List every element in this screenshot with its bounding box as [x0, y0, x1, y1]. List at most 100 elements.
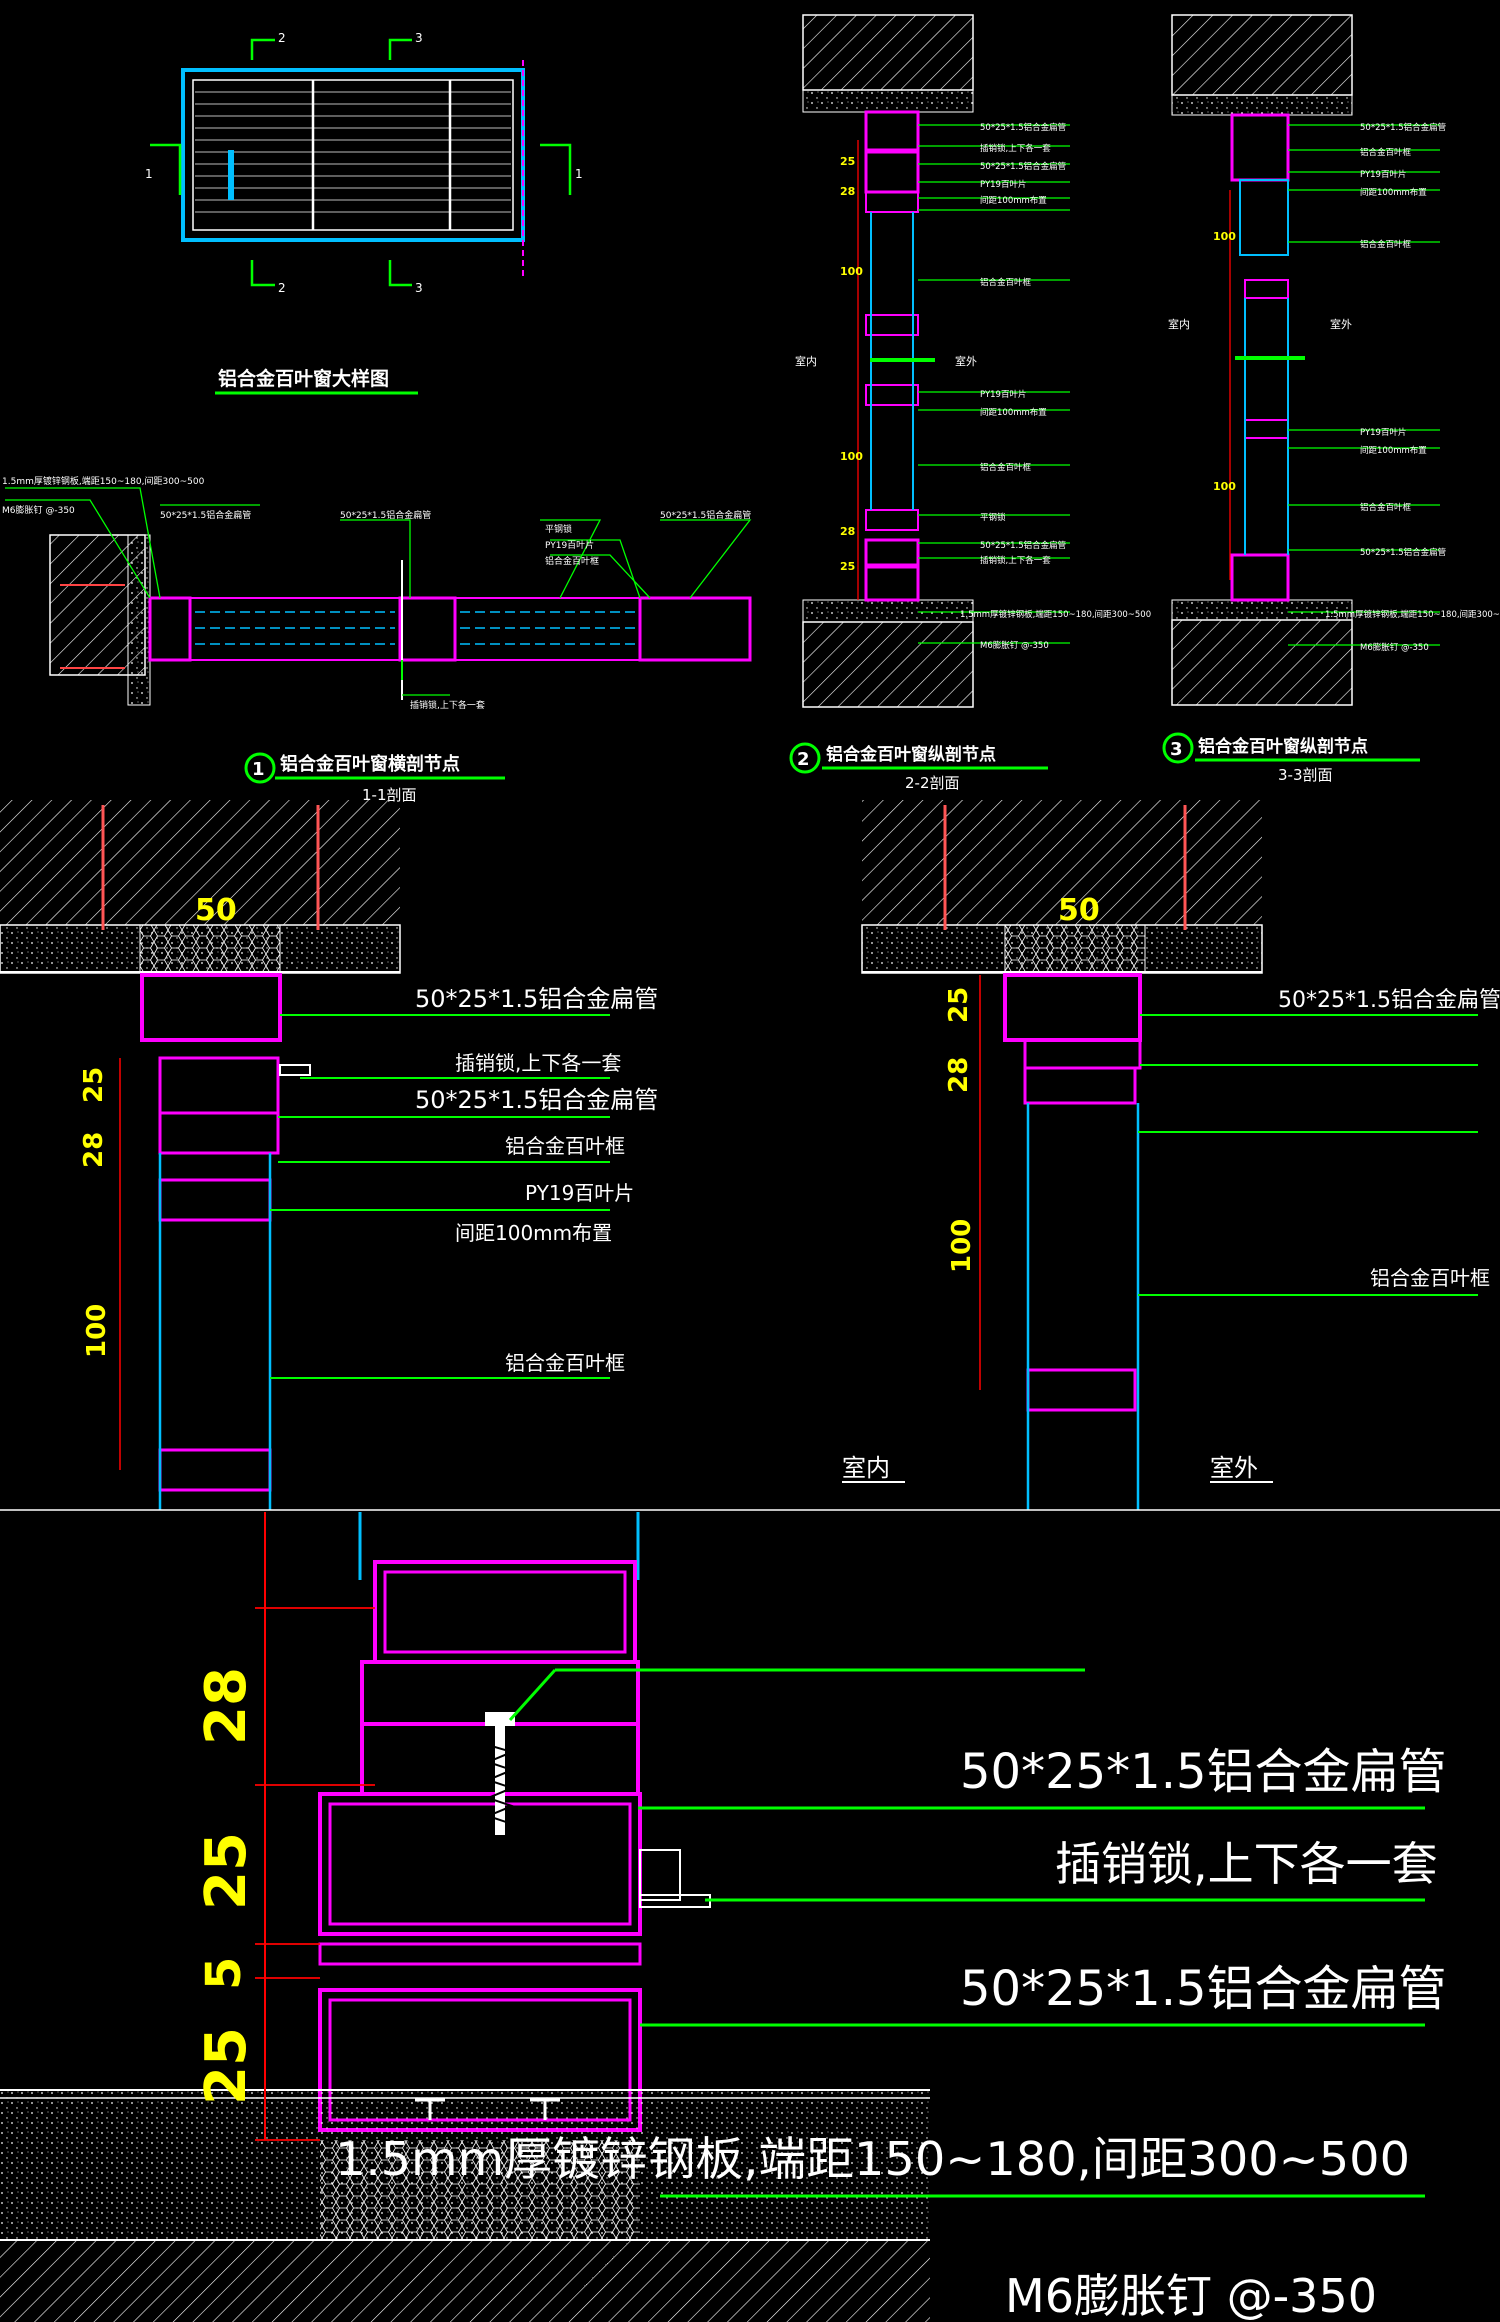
zoom-c-dim-0: 28 — [194, 1667, 259, 1745]
plan-section-marks — [150, 38, 572, 287]
plan-title: 铝合金百叶窗大样图 — [218, 367, 389, 390]
zoom-a-note-0: 50*25*1.5铝合金扁管 — [415, 985, 658, 1013]
d3-outdoor-label: 室外 — [1330, 317, 1352, 331]
d2-note-9: 平钢锁 — [980, 512, 1006, 523]
d3-note-1: 铝合金百叶框 — [1360, 147, 1412, 158]
d1-note-steel-plate: 1.5mm厚镀锌钢板,端距150~180,间距300~500 — [2, 475, 205, 487]
detail-1-number: 1 — [252, 759, 265, 780]
leaders-zoom-a — [270, 1014, 610, 1379]
d2-dim-5: 25 — [840, 560, 855, 573]
zoom-a-note-4: PY19百叶片 — [525, 1181, 634, 1205]
d2-note-1: 插销锁,上下各一套 — [980, 143, 1051, 154]
section-mark-2-bottom: 2 — [278, 281, 286, 295]
zoom-a-note-1: 插销锁,上下各一套 — [455, 1051, 621, 1075]
d3-note-0: 50*25*1.5铝合金扁管 — [1360, 122, 1446, 133]
d1-note-latch: 插销锁,上下各一套 — [410, 699, 485, 711]
leaders-d2 — [918, 124, 1070, 644]
d3-note-10: M6膨胀钉 @-350 — [1360, 642, 1429, 653]
d1-note-blade: PY19百叶片 — [545, 539, 594, 551]
detail-3-number: 3 — [1170, 739, 1183, 760]
plan-view: 1 1 2 2 3 3 铝合金百叶窗大样图 — [145, 31, 583, 395]
detail-3-subtitle: 3-3剖面 — [1278, 766, 1333, 784]
d3-note-3: 间距100mm布置 — [1360, 187, 1427, 198]
zoom-c-section: 28 25 5 25 50*25*1.5铝合金扁管 插销锁,上下各一套 50*2… — [0, 1509, 1500, 2322]
detail-1-title: 铝合金百叶窗横剖节点 — [280, 753, 460, 775]
d3-note-8: 50*25*1.5铝合金扁管 — [1360, 547, 1446, 558]
d2-dim-0: 25 — [840, 155, 855, 168]
zoom-c-screw — [485, 1712, 515, 1835]
zoom-a-note-2: 50*25*1.5铝合金扁管 — [415, 1086, 658, 1114]
zoom-c-dim-2: 5 — [196, 1957, 252, 1990]
zoom-a-top-dim: 50 — [195, 893, 237, 928]
d2-outdoor-label: 室外 — [955, 354, 977, 368]
d3-note-9: 1.5mm厚镀锌钢板,端距150~180,间距300~500 — [1325, 609, 1500, 620]
zoom-c-anchors — [415, 2098, 560, 2120]
d3-note-5: PY19百叶片 — [1360, 427, 1406, 438]
d2-dim-3: 100 — [840, 450, 863, 463]
section-mark-1-right: 1 — [575, 167, 583, 181]
leaders-d1 — [5, 487, 752, 696]
zoom-b-outdoor-label: 室外 — [1210, 1454, 1258, 1482]
zoom-b-indoor-label: 室内 — [842, 1454, 890, 1482]
detail-2-number: 2 — [797, 749, 810, 770]
section-mark-1-left: 1 — [145, 167, 153, 181]
zoom-b-note-0: 50*25*1.5铝合金扁管 — [1278, 988, 1500, 1013]
section-mark-2-top: 2 — [278, 31, 286, 45]
d2-note-4: 间距100mm布置 — [980, 195, 1047, 206]
detail-3-badge — [1162, 732, 1194, 764]
zoom-b-note-1: 铝合金百叶框 — [1370, 1266, 1490, 1290]
detail-1-subtitle: 1-1剖面 — [362, 786, 417, 804]
zoom-a-dim-2: 100 — [82, 1304, 112, 1358]
detail-1-badge — [244, 752, 276, 784]
d1-note-tube-mid: 50*25*1.5铝合金扁管 — [340, 509, 431, 521]
d3-dim-0: 100 — [1213, 230, 1236, 243]
d3-note-4: 铝合金百叶框 — [1360, 239, 1412, 250]
leaders-zoom-c — [508, 1668, 1425, 2198]
zoom-c-dim-3: 25 — [194, 2027, 259, 2105]
detail-3-vertical-section: 100 100 室内 室外 50*25*1.5铝合金扁管 铝合金百叶框 PY19… — [1162, 14, 1500, 784]
zoom-c-note-1: 插销锁,上下各一套 — [1055, 1837, 1438, 1891]
d2-note-11: 插销锁,上下各一套 — [980, 555, 1051, 566]
leaders-d3 — [1288, 124, 1440, 646]
d1-note-anchor: M6膨胀钉 @-350 — [2, 504, 75, 516]
zoom-c-note-0: 50*25*1.5铝合金扁管 — [960, 1744, 1447, 1800]
section-mark-3-bottom: 3 — [415, 281, 423, 295]
d3-dim-1: 100 — [1213, 480, 1236, 493]
d3-note-2: PY19百叶片 — [1360, 169, 1406, 180]
d3-note-7: 铝合金百叶框 — [1360, 502, 1412, 513]
d2-dim-4: 28 — [840, 525, 855, 538]
d2-indoor-label: 室内 — [795, 354, 817, 368]
louver-blades-d1 — [195, 611, 635, 645]
d2-note-2: 50*25*1.5铝合金扁管 — [980, 161, 1066, 172]
detail-2-badge — [789, 742, 821, 774]
d2-note-10: 50*25*1.5铝合金扁管 — [980, 540, 1066, 551]
detail-2-vertical-section: 25 28 100 100 28 25 室内 室外 50*25*1.5铝合金扁管… — [789, 14, 1151, 792]
zoom-a-dim-0: 25 — [79, 1067, 109, 1103]
d2-dim-1: 28 — [840, 185, 855, 198]
zoom-a-anchors — [101, 805, 320, 930]
zoom-b-dim-1: 28 — [944, 1057, 974, 1093]
zoom-a-dim-1: 28 — [79, 1132, 109, 1168]
detail-1-horizontal-section: 1.5mm厚镀锌钢板,端距150~180,间距300~500 M6膨胀钉 @-3… — [2, 475, 752, 804]
d1-note-lock: 平钢锁 — [545, 523, 572, 535]
zoom-b-top-dim: 50 — [1058, 893, 1100, 928]
zoom-c-note-2: 50*25*1.5铝合金扁管 — [960, 1961, 1447, 2017]
zoom-c-note-4: M6膨胀钉 @-350 — [1005, 2269, 1377, 2322]
d3-note-6: 间距100mm布置 — [1360, 445, 1427, 456]
zoom-c-dim-ticks — [255, 1607, 375, 2141]
d2-note-13: M6膨胀钉 @-350 — [980, 640, 1049, 651]
section-mark-3-top: 3 — [415, 31, 423, 45]
d2-note-8: 铝合金百叶框 — [980, 462, 1032, 473]
d2-note-5: 铝合金百叶框 — [980, 277, 1032, 288]
d2-note-0: 50*25*1.5铝合金扁管 — [980, 122, 1066, 133]
zoom-b-section: 50 25 28 100 50*25*1.5铝合金扁管 铝合金百叶框 室内 室外 — [842, 800, 1500, 1510]
zoom-c-dim-1: 25 — [194, 1832, 259, 1910]
zoom-b-anchors — [943, 805, 1187, 930]
d2-dim-2: 100 — [840, 265, 863, 278]
d1-note-tube-right: 50*25*1.5铝合金扁管 — [660, 509, 751, 521]
zoom-c-note-3: 1.5mm厚镀锌钢板,端距150~180,间距300~500 — [335, 2132, 1410, 2186]
d2-note-6: PY19百叶片 — [980, 389, 1026, 400]
d2-note-7: 间距100mm布置 — [980, 407, 1047, 418]
zoom-a-note-6: 铝合金百叶框 — [505, 1351, 625, 1375]
